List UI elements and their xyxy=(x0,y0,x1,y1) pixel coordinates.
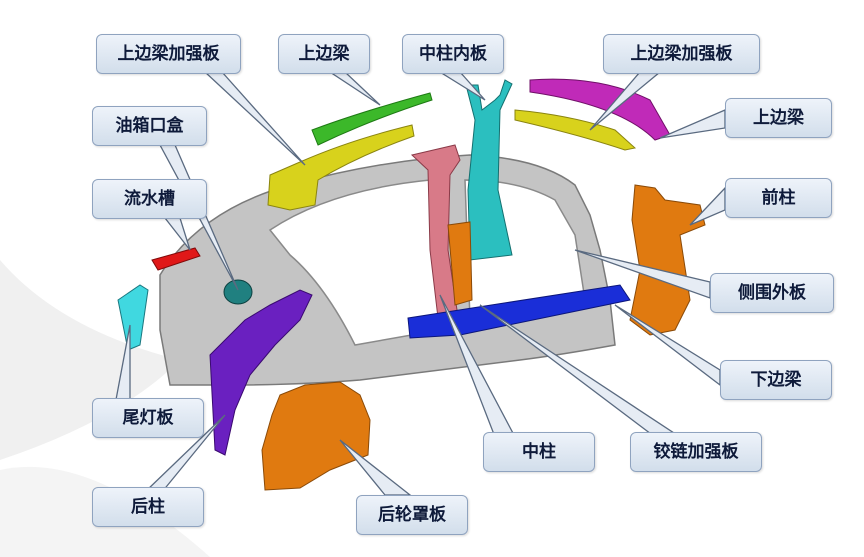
blue-sill xyxy=(407,284,631,339)
yellow-reinforcement-left xyxy=(267,124,415,211)
label-top-reinforcement-right: 上边梁加强板 xyxy=(603,34,760,74)
label-side-outer-panel: 侧围外板 xyxy=(710,273,834,313)
red-gutter xyxy=(151,247,201,271)
green-top-beam xyxy=(311,92,433,146)
label-b-pillar-inner: 中柱内板 xyxy=(402,34,504,74)
leader-lines xyxy=(114,71,726,496)
label-c-pillar: 后柱 xyxy=(92,487,204,527)
label-rear-wheel-house: 后轮罩板 xyxy=(356,495,468,535)
yellow-reinforcement-right xyxy=(514,109,637,151)
label-gutter: 流水槽 xyxy=(92,179,207,219)
leader-wheel-house xyxy=(339,439,412,496)
label-top-reinforcement-left: 上边梁加强板 xyxy=(96,34,241,74)
orange-pillar-strip xyxy=(447,221,473,306)
leader-tail-lamp xyxy=(114,324,131,406)
label-b-pillar: 中柱 xyxy=(483,432,595,472)
cyan-pillar-inner xyxy=(465,79,513,261)
label-a-pillar: 前柱 xyxy=(725,178,832,218)
purple-rear-pillar xyxy=(209,289,313,456)
leader-top-beam-top xyxy=(327,71,381,106)
label-sill: 下边梁 xyxy=(720,360,832,400)
leader-top-reinf-left xyxy=(203,71,306,166)
label-fuel-box: 油箱口盒 xyxy=(92,106,207,146)
label-top-beam-right: 上边梁 xyxy=(725,98,832,138)
leader-top-beam-right xyxy=(659,109,726,139)
leader-gutter xyxy=(163,217,191,251)
label-hinge-reinforcement: 铰链加强板 xyxy=(630,432,762,472)
orange-front-pillar xyxy=(629,184,706,336)
orange-wheel-house xyxy=(261,381,371,491)
label-tail-lamp: 尾灯板 xyxy=(92,398,204,438)
aqua-tail-lamp xyxy=(117,284,149,351)
label-top-beam-top: 上边梁 xyxy=(278,34,370,74)
teal-fuel-box xyxy=(223,279,253,305)
